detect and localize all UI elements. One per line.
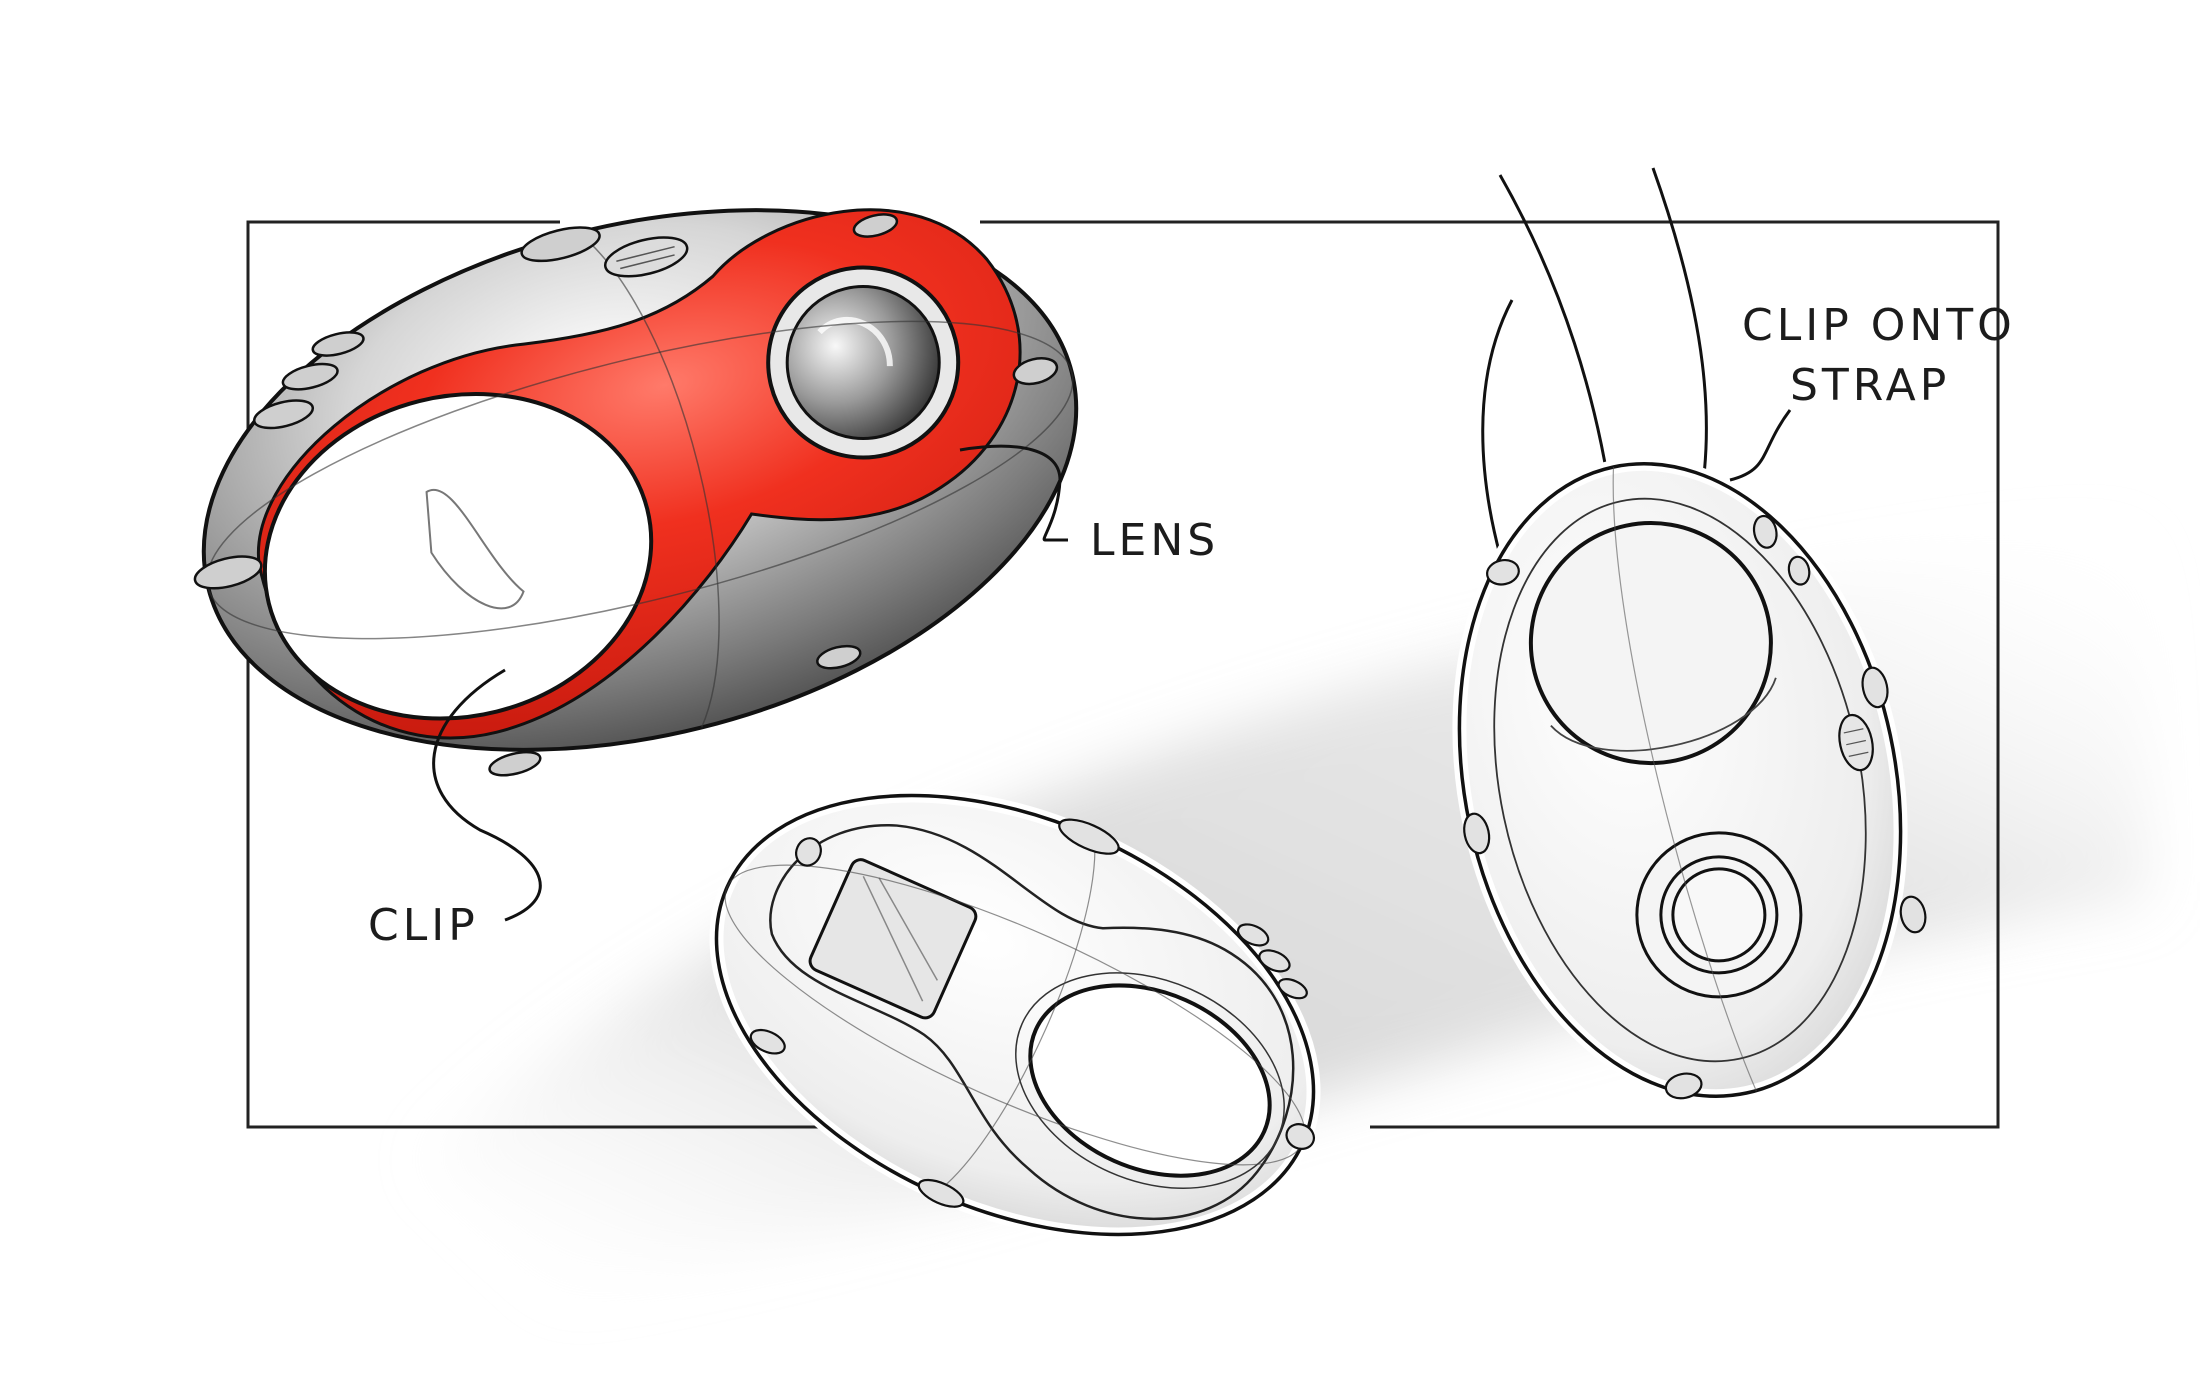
- strap-label-line1: CLIP ONTO: [1742, 300, 2016, 351]
- render-line-on-strap: [1452, 167, 1927, 1104]
- layout-frame: [246, 220, 2000, 1129]
- strap-label-line2: STRAP: [1790, 360, 1950, 411]
- render-line-perspective: [709, 788, 1321, 1242]
- clip-label: CLIP: [368, 900, 479, 951]
- render-color-perspective: [193, 208, 1079, 922]
- lens-label: LENS: [1090, 515, 1219, 566]
